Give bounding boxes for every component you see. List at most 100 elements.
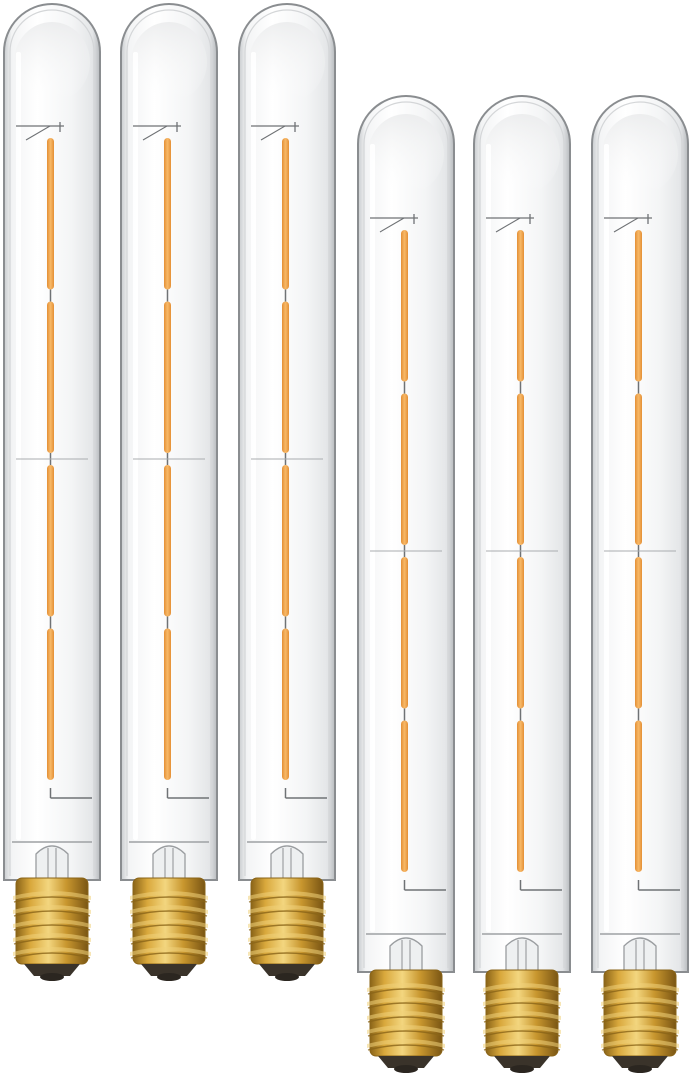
screw-thread-shadow (248, 938, 326, 945)
glass-highlight (370, 144, 375, 932)
base-insulator (378, 1056, 434, 1068)
base-insulator (494, 1056, 550, 1068)
filament-segment (635, 393, 642, 545)
screw-thread-shadow (601, 1016, 679, 1023)
screw-thread (13, 933, 91, 942)
bulb-6 (591, 95, 689, 1073)
screw-thread (13, 905, 91, 914)
glass-highlight (16, 52, 21, 840)
screw-thread (248, 891, 326, 900)
filament-segment (635, 720, 642, 872)
screw-thread-shadow (130, 938, 208, 945)
screw-thread (130, 933, 208, 942)
glass-stem (389, 937, 423, 972)
filament-segment (282, 138, 289, 290)
screw-thread-shadow (130, 896, 208, 903)
filament-segment (282, 628, 289, 780)
base-insulator (24, 964, 80, 976)
glass-stem (505, 937, 539, 972)
screw-thread-shadow (483, 1016, 561, 1023)
glass-cap-haze (131, 22, 207, 102)
screw-thread (130, 947, 208, 956)
support-wire-diagonal (260, 125, 286, 141)
screw-thread-shadow (367, 988, 445, 995)
screw-thread (248, 947, 326, 956)
screw-thread-shadow (367, 1030, 445, 1037)
filament-segment (635, 230, 642, 382)
glass-highlight (251, 52, 256, 840)
screw-thread-shadow (367, 1016, 445, 1023)
screw-thread (483, 983, 561, 992)
bulb-2 (120, 3, 218, 981)
support-wire-diagonal (142, 125, 168, 141)
bulb-3 (238, 3, 336, 981)
screw-thread (248, 933, 326, 942)
glass-inner-edge (9, 9, 95, 876)
filament-segment (517, 393, 524, 545)
support-wire-diagonal (495, 217, 521, 233)
glass-inner-edge (126, 9, 212, 876)
glass-inner-edge (244, 9, 330, 876)
screw-thread-shadow (13, 896, 91, 903)
screw-thread-shadow (601, 1030, 679, 1037)
screw-thread-shadow (367, 1002, 445, 1009)
screw-thread-shadow (483, 1030, 561, 1037)
base-contact (275, 973, 299, 981)
support-wire-diagonal (379, 217, 405, 233)
glass-highlight (486, 144, 491, 932)
glass-inner-edge (363, 101, 449, 968)
screw-thread-shadow (248, 910, 326, 917)
screw-thread-shadow (248, 952, 326, 959)
screw-thread (130, 891, 208, 900)
support-wire-diagonal (613, 217, 639, 233)
base-contact (394, 1065, 418, 1073)
base-contact (510, 1065, 534, 1073)
base-insulator (259, 964, 315, 976)
screw-thread-shadow (483, 988, 561, 995)
glass-highlight (133, 52, 138, 840)
screw-thread-shadow (248, 896, 326, 903)
bulb-1 (3, 3, 101, 981)
base-contact (628, 1065, 652, 1073)
screw-thread-shadow (248, 924, 326, 931)
screw-thread (483, 1039, 561, 1048)
glass-cap-haze (249, 22, 325, 102)
glass-stem (152, 845, 186, 880)
screw-thread (367, 1039, 445, 1048)
screw-thread (13, 891, 91, 900)
screw-thread (483, 1011, 561, 1020)
filament-segment (401, 720, 408, 872)
glass-inner-edge (597, 101, 683, 968)
screw-thread-shadow (601, 988, 679, 995)
screw-thread-shadow (130, 910, 208, 917)
filament-segment (282, 465, 289, 617)
screw-thread-shadow (130, 952, 208, 959)
screw-thread (130, 919, 208, 928)
screw-thread-shadow (601, 1002, 679, 1009)
filament-segment (47, 138, 54, 290)
glass-cap-haze (14, 22, 90, 102)
glass-stem (623, 937, 657, 972)
screw-thread (367, 1011, 445, 1020)
screw-thread-shadow (601, 1044, 679, 1051)
screw-thread (248, 905, 326, 914)
screw-thread-shadow (13, 924, 91, 931)
screw-thread (367, 1025, 445, 1034)
filament-segment (164, 465, 171, 617)
screw-thread-shadow (13, 910, 91, 917)
screw-thread (483, 997, 561, 1006)
screw-thread-shadow (367, 1044, 445, 1051)
screw-thread-shadow (483, 1044, 561, 1051)
filament-segment (401, 230, 408, 382)
base-contact (157, 973, 181, 981)
screw-thread (13, 919, 91, 928)
screw-thread (601, 1011, 679, 1020)
glass-highlight (604, 144, 609, 932)
base-contact (40, 973, 64, 981)
screw-thread (248, 919, 326, 928)
screw-thread (601, 1025, 679, 1034)
screw-thread (483, 1025, 561, 1034)
filament-segment (164, 301, 171, 453)
screw-thread-shadow (13, 938, 91, 945)
filament-segment (47, 465, 54, 617)
